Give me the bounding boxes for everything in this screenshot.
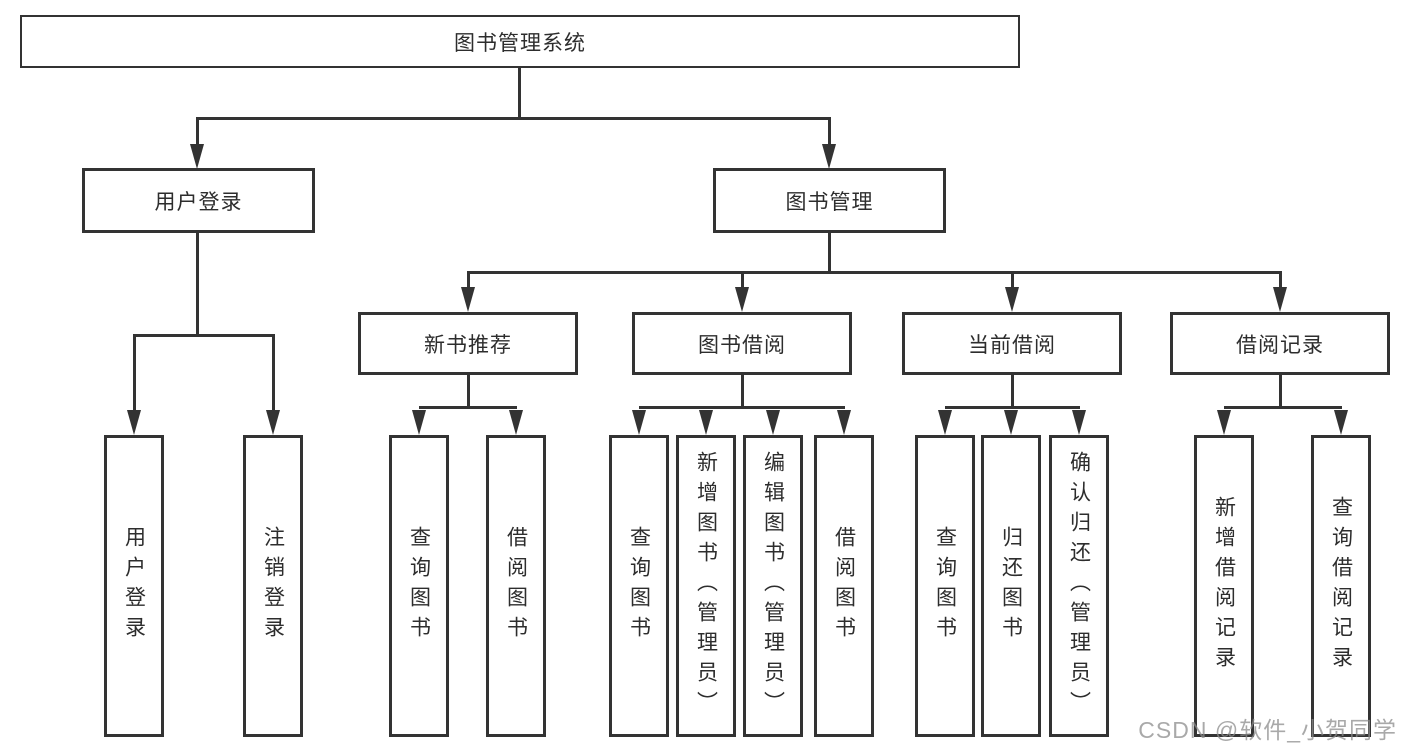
arrow-to-leaf-logout: [266, 410, 280, 435]
connector-book-borrow-stem: [741, 375, 744, 409]
connector-level2-bus: [197, 117, 831, 120]
arrow-to-add-borrow-record: [1217, 410, 1231, 435]
arrow-to-query-borrow-record: [1334, 410, 1348, 435]
connector-drop-leaf-logout: [272, 334, 275, 412]
connector-root-stem: [518, 67, 521, 118]
leaf-label: 归还图书: [999, 526, 1023, 646]
connector-borrow-record-bus: [1224, 406, 1342, 409]
connector-user-login-stem: [196, 233, 199, 336]
arrow-to-borrow-book-1: [509, 410, 523, 435]
arrow-to-new-book-recommend: [461, 287, 475, 312]
connector-book-mgmt-drop: [828, 117, 831, 145]
connector-new-book-bus: [419, 406, 517, 409]
node-borrow-record: 借阅记录: [1170, 312, 1390, 375]
node-current-borrow: 当前借阅: [902, 312, 1122, 375]
arrow-to-current-borrow: [1005, 287, 1019, 312]
node-book-borrow: 图书借阅: [632, 312, 852, 375]
connector-new-book-stem: [467, 375, 470, 409]
connector-book-borrow-bus: [639, 406, 845, 409]
leaf-label: 新增图书（管理员）: [694, 451, 718, 721]
leaf-label: 查询图书: [407, 526, 431, 646]
connector-drop-current-borrow: [1011, 271, 1014, 289]
leaf-label: 查询图书: [627, 526, 651, 646]
node-leaf-user-login: 用户登录: [104, 435, 164, 737]
arrow-to-confirm-return: [1072, 410, 1086, 435]
connector-book-mgmt-stem: [828, 233, 831, 274]
arrow-to-user-login: [190, 144, 204, 169]
node-leaf-add-borrow-record: 新增借阅记录: [1194, 435, 1254, 737]
csdn-watermark: CSDN @软件_小贺同学: [1138, 717, 1397, 743]
arrow-to-return-book: [1004, 410, 1018, 435]
leaf-label: 借阅图书: [832, 526, 856, 646]
node-leaf-query-book-3: 查询图书: [915, 435, 975, 737]
node-leaf-add-book-admin: 新增图书（管理员）: [676, 435, 736, 737]
node-leaf-logout: 注销登录: [243, 435, 303, 737]
arrow-to-add-book: [699, 410, 713, 435]
node-leaf-return-book: 归还图书: [981, 435, 1041, 737]
connector-drop-book-borrow: [741, 271, 744, 289]
node-leaf-edit-book-admin: 编辑图书（管理员）: [743, 435, 803, 737]
leaf-label: 新增借阅记录: [1212, 496, 1236, 676]
leaf-label: 注销登录: [261, 526, 285, 646]
node-leaf-query-book-2: 查询图书: [609, 435, 669, 737]
node-leaf-borrow-book-2: 借阅图书: [814, 435, 874, 737]
arrow-to-borrow-record: [1273, 287, 1287, 312]
connector-current-borrow-stem: [1011, 375, 1014, 409]
node-new-book-recommend: 新书推荐: [358, 312, 578, 375]
node-book-management: 图书管理: [713, 168, 946, 233]
arrow-to-query-book-2: [632, 410, 646, 435]
arrow-to-query-book-3: [938, 410, 952, 435]
leaf-label: 借阅图书: [504, 526, 528, 646]
leaf-label: 查询图书: [933, 526, 957, 646]
connector-current-borrow-bus: [945, 406, 1080, 409]
connector-drop-new-book: [467, 271, 470, 289]
connector-borrow-record-stem: [1279, 375, 1282, 409]
arrow-to-book-borrow: [735, 287, 749, 312]
leaf-label: 查询借阅记录: [1329, 496, 1353, 676]
connector-user-login-bus: [134, 334, 274, 337]
arrow-to-book-management: [822, 144, 836, 169]
connector-drop-leaf-login: [133, 334, 136, 412]
leaf-label: 确认归还（管理员）: [1067, 451, 1091, 721]
arrow-to-borrow-book-2: [837, 410, 851, 435]
arrow-to-query-book-1: [412, 410, 426, 435]
node-leaf-query-borrow-record: 查询借阅记录: [1311, 435, 1371, 737]
arrow-to-leaf-login: [127, 410, 141, 435]
connector-level3-bus: [468, 271, 1281, 274]
node-leaf-query-book-1: 查询图书: [389, 435, 449, 737]
node-user-login: 用户登录: [82, 168, 315, 233]
leaf-label: 编辑图书（管理员）: [761, 451, 785, 721]
node-leaf-confirm-return-admin: 确认归还（管理员）: [1049, 435, 1109, 737]
connector-user-login-drop: [196, 117, 199, 145]
leaf-label: 用户登录: [122, 526, 146, 646]
arrow-to-edit-book: [766, 410, 780, 435]
node-leaf-borrow-book-1: 借阅图书: [486, 435, 546, 737]
connector-drop-borrow-record: [1279, 271, 1282, 289]
node-library-management-system: 图书管理系统: [20, 15, 1020, 68]
